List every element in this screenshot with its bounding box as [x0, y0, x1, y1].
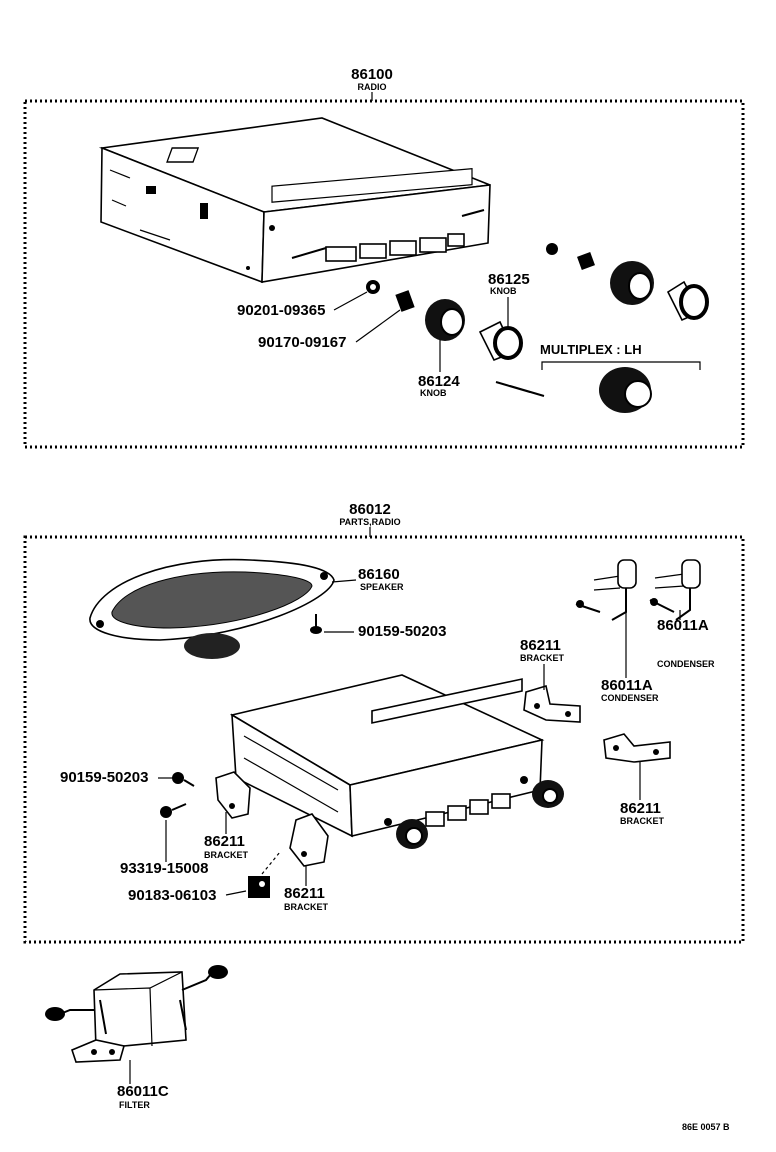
callout-speaker-screw: 90159-50203 [358, 623, 446, 640]
parts-radio-group-frame [23, 535, 745, 944]
bracket-left-upper [215, 771, 251, 819]
footer-code: 86E 0057 B [682, 1122, 730, 1132]
bracket-right-upper [523, 684, 581, 723]
callout-86124-name: KNOB [420, 388, 447, 398]
callout-86125-part: 86125 [488, 271, 530, 288]
radio-part-name: RADIO [358, 82, 387, 92]
screw-left [172, 772, 195, 787]
radio-chassis [229, 674, 564, 849]
callout-86160-name: SPEAKER [360, 582, 404, 592]
callout-bracket-b-name: BRACKET [620, 816, 665, 826]
speaker-screw [310, 614, 322, 634]
callout-90170-09167: 90170-09167 [258, 334, 346, 351]
multiplex-label: MULTIPLEX : LH [540, 342, 642, 357]
bolt-93319 [160, 803, 187, 818]
knob-spring [495, 381, 545, 397]
callout-bracket-d-name: BRACKET [284, 902, 329, 912]
speaker-86160 [89, 558, 335, 659]
nut-90201 [366, 280, 380, 294]
radio-group-frame [23, 99, 745, 449]
callout-bracket-a-name: BRACKET [520, 653, 565, 663]
callout-condenser-b-part: 86011A [601, 677, 653, 694]
bracket-left-lower [289, 813, 329, 867]
filter-86011c [45, 965, 228, 1063]
callout-condenser-a-name: CONDENSER [657, 659, 715, 669]
knob-86124 [425, 299, 465, 341]
callout-filter-name: FILTER [119, 1100, 150, 1110]
callout-bracket-a-part: 86211 [520, 637, 561, 654]
callout-filter-part: 86011C [117, 1083, 169, 1100]
multiplex-knob [599, 367, 652, 413]
callout-86125-name: KNOB [490, 286, 517, 296]
callout-bracket-d-part: 86211 [284, 885, 325, 902]
bushing-90170 [395, 290, 415, 312]
callout-screw-left: 90159-50203 [60, 769, 148, 786]
bracket-right-lower [603, 733, 671, 763]
radio-part-number: 86100 [351, 66, 393, 83]
callout-86124-part: 86124 [418, 373, 460, 390]
parts-radio-part-number: 86012 [349, 501, 391, 518]
knob-pair-right [546, 243, 709, 322]
multiplex-bracket-line [541, 361, 701, 370]
callout-bracket-c-part: 86211 [204, 833, 245, 850]
knob-86125 [478, 320, 523, 362]
callout-86160-part: 86160 [358, 566, 400, 583]
callout-condenser-b-name: CONDENSER [601, 693, 659, 703]
parts-radio-part-name: PARTS,RADIO [339, 517, 400, 527]
callout-90201-09365: 90201-09365 [237, 302, 325, 319]
radio-unit-86100 [98, 117, 491, 284]
callout-nut-clip: 90183-06103 [128, 887, 216, 904]
nut-clip-90183 [248, 851, 281, 898]
condenser-assembly [575, 559, 701, 621]
callout-bracket-b-part: 86211 [620, 800, 661, 817]
callout-condenser-a-part: 86011A [657, 617, 709, 634]
callout-bolt: 93319-15008 [120, 860, 208, 877]
callout-bracket-c-name: BRACKET [204, 850, 249, 860]
